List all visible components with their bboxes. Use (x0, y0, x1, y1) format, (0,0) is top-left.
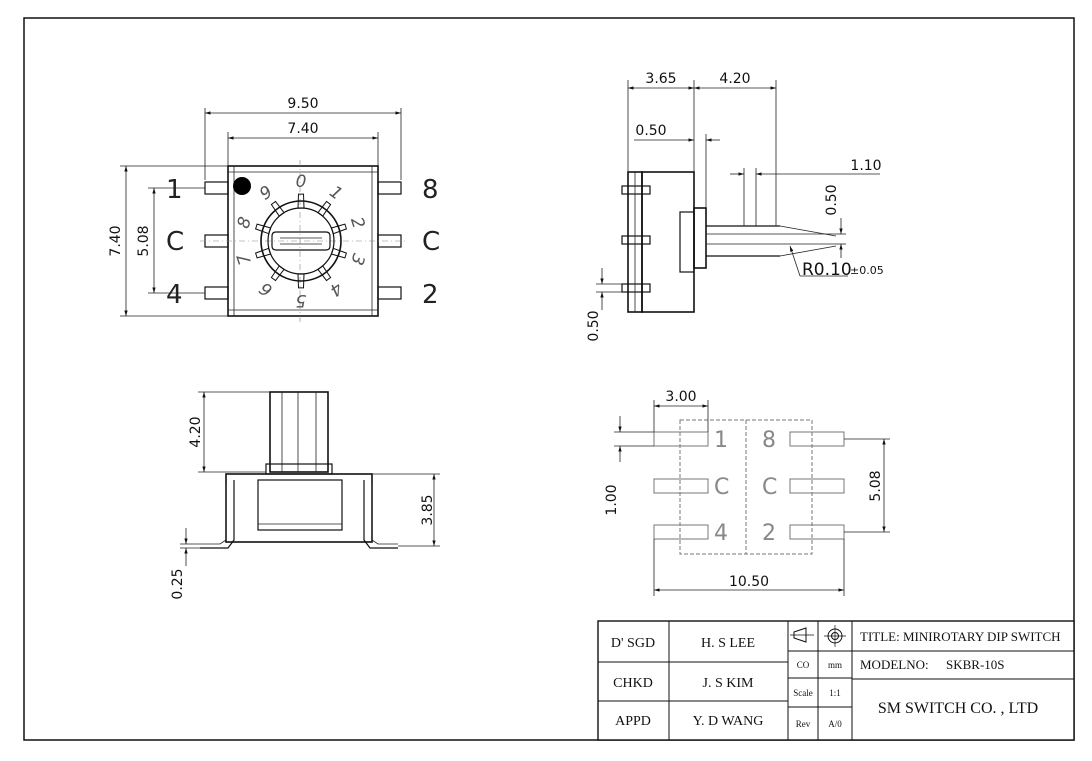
pin-label-8: 8 (422, 175, 439, 205)
pin-left-bottom (204, 286, 229, 300)
pad-label-c-right: C (762, 475, 777, 500)
rev-label: Rev (796, 719, 811, 729)
dial-digit: 4 (325, 277, 346, 300)
pin-label-2: 2 (422, 280, 439, 310)
dial-tooth (317, 265, 332, 282)
dim-side-slot: 1.10 (850, 158, 881, 174)
dim-height-inner: 5.08 (136, 225, 152, 256)
checked-by: J. S KIM (703, 676, 755, 691)
dial-outer (260, 200, 342, 282)
pad-8 (789, 431, 845, 447)
dim-width-inner: 7.40 (287, 121, 318, 137)
checked-label: CHKD (613, 676, 653, 691)
designed-label: D' SGD (611, 636, 655, 651)
dial-tooth (330, 247, 348, 259)
pad-label-4: 4 (714, 521, 728, 546)
pin1-indicator-dot (233, 177, 251, 195)
radius-tolerance: ±0.05 (850, 264, 884, 277)
dim-side-flange: 0.50 (635, 123, 666, 139)
pad-c-right (789, 478, 845, 494)
dim-front-body: 3.85 (420, 494, 436, 525)
pin-left-top (204, 181, 229, 195)
dial-tooth (297, 193, 305, 209)
dim-front-base: 0.25 (170, 568, 186, 599)
dial-digit: 5 (296, 290, 307, 310)
dim-width-outer: 9.50 (287, 96, 318, 112)
front-shaft (269, 391, 329, 473)
dim-pad-span: 5.08 (868, 470, 884, 501)
pad-label-2: 2 (762, 521, 776, 546)
dial-tooth (270, 265, 285, 282)
drawing-title: TITLE: MINIROTARY DIP SWITCH (860, 629, 1061, 644)
scale-label: Scale (793, 688, 813, 698)
pin-label-c-right: C (422, 227, 440, 257)
pad-label-c-left: C (714, 475, 729, 500)
dial-digit: 1 (325, 182, 346, 205)
dial-tooth (317, 200, 332, 217)
pin-label-4: 4 (166, 280, 183, 310)
dim-pad-pitch: 3.00 (665, 389, 696, 405)
radius-label: R0.10 (802, 260, 852, 280)
pin-label-1: 1 (166, 175, 183, 205)
model-value: SKBR-10S (946, 657, 1005, 672)
sheet-border (23, 17, 1075, 741)
dial-digit: 7 (234, 251, 256, 268)
pad-4 (653, 524, 709, 540)
pin-label-c-left: C (166, 227, 184, 257)
pad-layout: 1 C 4 8 C 2 3.00 1.00 5.08 10.50 (604, 389, 890, 596)
dim-side-pin: 0.50 (586, 310, 602, 341)
side-hub (693, 207, 707, 269)
dial-digit: 2 (346, 215, 368, 231)
dial-digit: 8 (234, 214, 256, 231)
pad-1 (653, 431, 709, 447)
approved-label: APPD (615, 714, 651, 729)
projection-symbol-icon (790, 625, 846, 647)
pad-2 (789, 524, 845, 540)
side-rotor (679, 211, 695, 273)
approved-by: Y. D WANG (693, 714, 764, 729)
front-body (225, 473, 373, 543)
company-name: SM SWITCH CO. , LTD (878, 700, 1038, 717)
dim-pad-total: 10.50 (729, 574, 769, 590)
dial-digit: 6 (256, 277, 277, 300)
dim-height-outer: 7.40 (108, 225, 124, 256)
dial-digit: 0 (296, 172, 307, 192)
dim-pad-height: 1.00 (604, 484, 620, 515)
dim-front-shaft: 4.20 (188, 416, 204, 447)
model-label: MODELNO: (860, 657, 929, 672)
dim-side-slot-height: 0.50 (824, 184, 840, 215)
unit-label: mm (828, 660, 842, 670)
front-view: 4.20 3.85 0.25 (170, 391, 440, 600)
title-block: D' SGD H. S LEE CHKD J. S KIM APPD Y. D … (597, 620, 1075, 741)
dial-digit: 9 (256, 182, 277, 205)
dial-tooth (297, 273, 305, 289)
pad-label-8: 8 (762, 428, 776, 453)
dial-digit: 3 (346, 251, 368, 267)
pad-c-left (653, 478, 709, 494)
dim-side-left: 3.65 (645, 71, 676, 87)
dim-side-right: 4.20 (719, 71, 750, 87)
co-label: CO (797, 660, 810, 670)
pin-right-top (377, 181, 402, 195)
dial-tooth (254, 223, 272, 235)
dial-tooth (270, 200, 285, 217)
dial-teeth (254, 193, 348, 289)
side-view: 3.65 4.20 0.50 1.10 0.50 R0.10 ±0.05 0.5… (586, 71, 884, 342)
rev-value: A/0 (828, 719, 842, 729)
dial-tooth (330, 223, 348, 235)
dial-slot (271, 231, 331, 251)
designed-by: H. S LEE (701, 636, 755, 651)
pin-right-bottom (377, 286, 402, 300)
scale-value: 1:1 (829, 688, 841, 698)
pad-label-1: 1 (714, 428, 728, 453)
dial-tooth (254, 247, 272, 259)
